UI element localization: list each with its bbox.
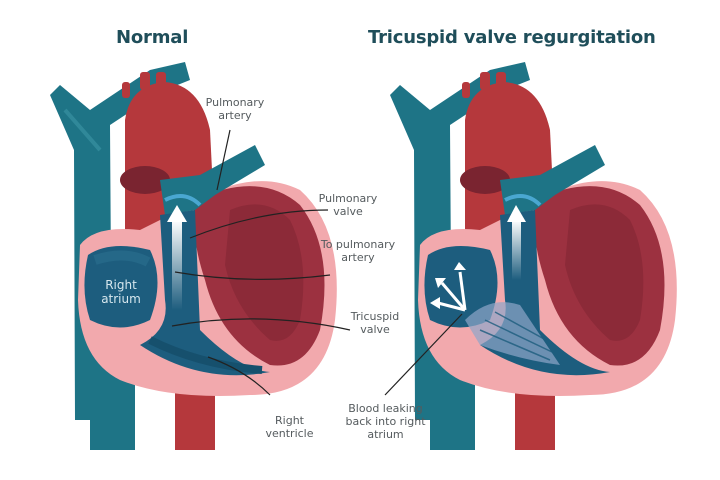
title-normal: Normal	[116, 27, 189, 48]
label-to-pulmonary-artery: To pulmonary artery	[320, 238, 396, 264]
normal-heart-illustration	[50, 62, 351, 450]
title-regurgitation: Tricuspid valve regurgitation	[368, 27, 656, 48]
label-pulmonary-valve: Pulmonary valve	[318, 192, 378, 218]
label-tricuspid-valve: Tricuspid valve	[350, 310, 400, 336]
label-right-atrium: Right atrium	[101, 278, 141, 306]
regurgitation-heart-illustration	[384, 62, 677, 450]
label-blood-leaking: Blood leaking back into right atrium	[345, 402, 426, 441]
label-pulmonary-artery: Pulmonary artery	[205, 96, 265, 122]
label-right-ventricle: Right ventricle	[265, 414, 314, 440]
